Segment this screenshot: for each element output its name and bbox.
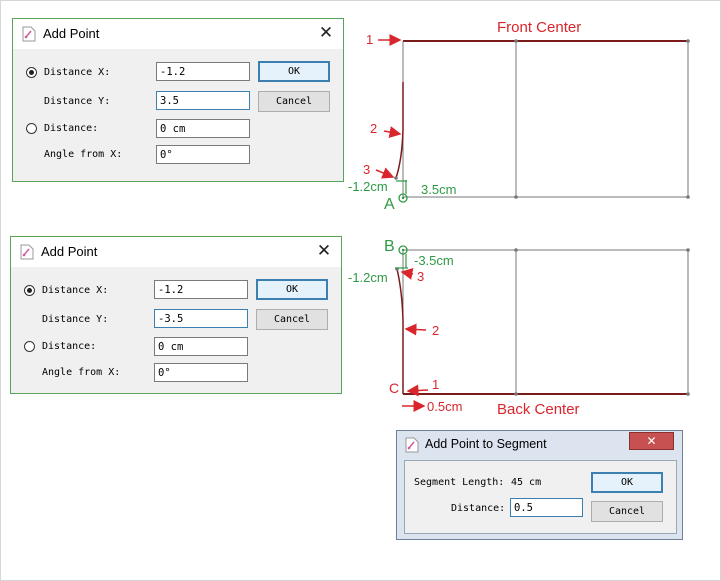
point-b-label: B (384, 238, 395, 255)
add-point-dialog-back: Add Point ✕ Distance X: -1.2 OK Distance… (10, 236, 342, 394)
distance-x-label: Distance X: (42, 285, 109, 296)
back-center-title: Back Center (497, 401, 580, 418)
front-node (394, 176, 398, 180)
back-node (686, 248, 690, 252)
dialog-body: Distance X: -1.2 OK Distance Y: -3.5 Can… (11, 267, 341, 393)
add-point-to-segment-dialog: Add Point to Segment ✕ Segment Length: 4… (396, 430, 683, 540)
dialog-title-bar[interactable]: Add Point ✕ (11, 237, 341, 267)
back-label-2: 2 (432, 323, 440, 338)
distance-xy-radio[interactable] (26, 67, 37, 78)
back-label-1: 1 (432, 377, 440, 392)
cancel-button[interactable]: Cancel (256, 309, 328, 330)
front-arrow-2 (383, 126, 402, 138)
front-node (514, 195, 518, 199)
close-icon[interactable]: ✕ (318, 23, 334, 43)
angle-label: Angle from X: (44, 149, 123, 160)
front-piece (375, 34, 690, 203)
distance-input[interactable]: 0 cm (156, 119, 250, 138)
back-center-curve (396, 268, 404, 394)
distance-radio[interactable] (26, 123, 37, 134)
ok-button[interactable]: OK (256, 279, 328, 300)
distance-input[interactable]: 0 cm (154, 337, 248, 356)
back-node (686, 392, 690, 396)
distance-y-label: Distance Y: (44, 96, 111, 107)
front-offset-x-text: -1.2cm (348, 179, 388, 194)
cancel-button[interactable]: Cancel (591, 501, 663, 522)
segment-length-label: Segment Length: (414, 477, 505, 488)
back-offset-y-text: -3.5cm (414, 253, 454, 268)
point-a-marker (398, 193, 408, 203)
distance-label: Distance: (42, 341, 97, 352)
front-label-1: 1 (366, 32, 374, 47)
point-c-label: C (389, 380, 400, 396)
distance-input[interactable]: 0.5 (510, 498, 583, 517)
segment-length-value: 45 cm (511, 477, 542, 488)
point-a-dot (401, 196, 405, 200)
front-center-title: Front Center (497, 19, 582, 36)
front-offset-y-text: 3.5cm (421, 182, 457, 197)
close-icon[interactable]: ✕ (316, 241, 332, 261)
distance-x-input[interactable]: -1.2 (156, 62, 250, 81)
angle-input[interactable]: 0° (154, 363, 248, 382)
distance-radio[interactable] (24, 341, 35, 352)
back-arrow-2 (404, 323, 427, 336)
dialog-title: Add Point (41, 244, 98, 259)
back-label-3: 3 (417, 269, 425, 284)
point-a-label: A (384, 196, 395, 213)
distance-x-input[interactable]: -1.2 (154, 280, 248, 299)
distance-label: Distance: (44, 123, 99, 134)
angle-input[interactable]: 0° (156, 145, 250, 164)
back-offset-x-text: -1.2cm (348, 270, 388, 285)
front-node (686, 195, 690, 199)
dialog-title-bar[interactable]: Add Point ✕ (13, 19, 343, 49)
back-arrow-3 (400, 267, 414, 280)
app-icon (22, 26, 36, 42)
distance-y-input[interactable]: -3.5 (154, 309, 248, 328)
dialog-body: Distance X: -1.2 OK Distance Y: 3.5 Canc… (13, 49, 343, 181)
distance-label: Distance: (451, 503, 506, 514)
back-arrow-1 (406, 384, 429, 397)
dialog-title: Add Point (43, 26, 100, 41)
distance-y-input[interactable]: 3.5 (156, 91, 250, 110)
distance-xy-radio[interactable] (24, 285, 35, 296)
front-node (686, 39, 690, 43)
front-label-3: 3 (363, 162, 371, 177)
app-icon (405, 437, 419, 453)
ok-button[interactable]: OK (591, 472, 663, 493)
ok-button[interactable]: OK (258, 61, 330, 82)
front-node (514, 39, 518, 43)
front-label-2: 2 (370, 121, 378, 136)
app-icon (20, 244, 34, 260)
add-point-dialog-front: Add Point ✕ Distance X: -1.2 OK Distance… (12, 18, 344, 182)
distance-x-label: Distance X: (44, 67, 111, 78)
dialog-body: Segment Length: 45 cm OK Distance: 0.5 C… (404, 460, 677, 534)
front-arrow-3 (375, 167, 395, 179)
back-piece (395, 245, 690, 412)
point-b-dot (401, 248, 405, 252)
back-node (514, 248, 518, 252)
cancel-button[interactable]: Cancel (258, 91, 330, 112)
distance-y-label: Distance Y: (42, 314, 109, 325)
close-icon[interactable]: ✕ (629, 432, 674, 450)
dialog-title: Add Point to Segment (425, 437, 547, 451)
point-b-marker (398, 245, 408, 255)
front-center-curve (395, 82, 404, 179)
back-node (514, 392, 518, 396)
angle-label: Angle from X: (42, 367, 121, 378)
back-segment-offset-text: 0.5cm (427, 399, 463, 414)
